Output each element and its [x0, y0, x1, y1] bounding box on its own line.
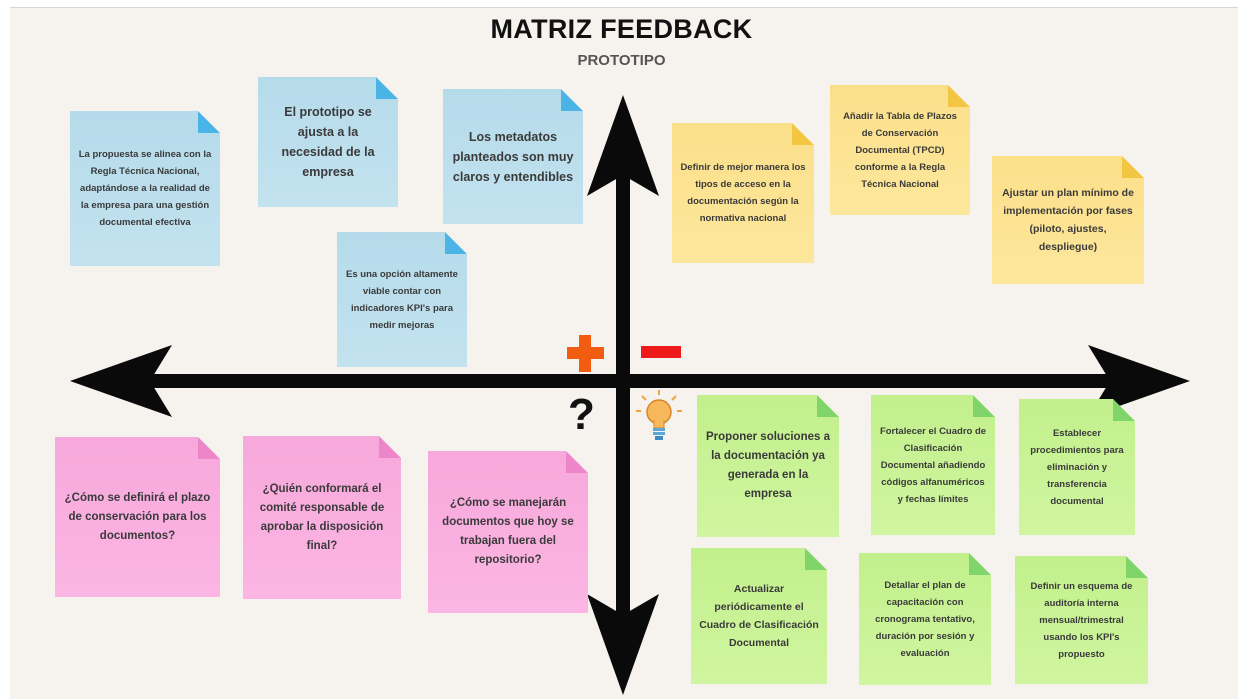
idea-note: Establecer procedimientos para eliminaci…	[1019, 399, 1135, 535]
page-subtitle: PROTOTIPO	[577, 52, 666, 69]
idea-note: Definir un esquema de auditoría interna …	[1015, 556, 1148, 684]
top-arrowhead	[587, 95, 659, 196]
negative-note: Definir de mejor manera los tipos de acc…	[672, 123, 814, 263]
idea-note: Proponer soluciones a la documentación y…	[697, 395, 839, 537]
plus-icon	[567, 335, 604, 372]
positive-note: La propuesta se alinea con la Regla Técn…	[70, 111, 220, 266]
page-title: MATRIZ FEEDBACK	[490, 14, 753, 44]
positive-note: Los metadatos planteados son muy claros …	[443, 89, 583, 224]
idea-note: Actualizar periódicamente el Cuadro de C…	[691, 548, 827, 684]
vertical-axis	[587, 95, 659, 695]
question-note: ¿Cómo se definirá el plazo de conservaci…	[55, 437, 220, 597]
idea-note: Fortalecer el Cuadro de Clasificación Do…	[871, 395, 995, 535]
left-arrowhead	[70, 345, 172, 417]
negative-note: Ajustar un plan mínimo de implementación…	[992, 156, 1144, 284]
bottom-arrowhead	[587, 594, 659, 695]
question-mark: ?	[568, 390, 595, 439]
idea-note: Detallar el plan de capacitación con cro…	[859, 553, 991, 685]
minus-icon	[641, 346, 681, 358]
question-note: ¿Quién conformará el comité responsable …	[243, 436, 401, 599]
positive-note: El prototipo se ajusta a la necesidad de…	[258, 77, 398, 207]
negative-note: Añadir la Tabla de Plazos de Conservació…	[830, 85, 970, 215]
positive-note: Es una opción altamente viable contar co…	[337, 232, 467, 367]
lightbulb-icon	[636, 390, 682, 440]
right-arrowhead	[1088, 345, 1190, 417]
question-note: ¿Cómo se manejarán documentos que hoy se…	[428, 451, 588, 613]
